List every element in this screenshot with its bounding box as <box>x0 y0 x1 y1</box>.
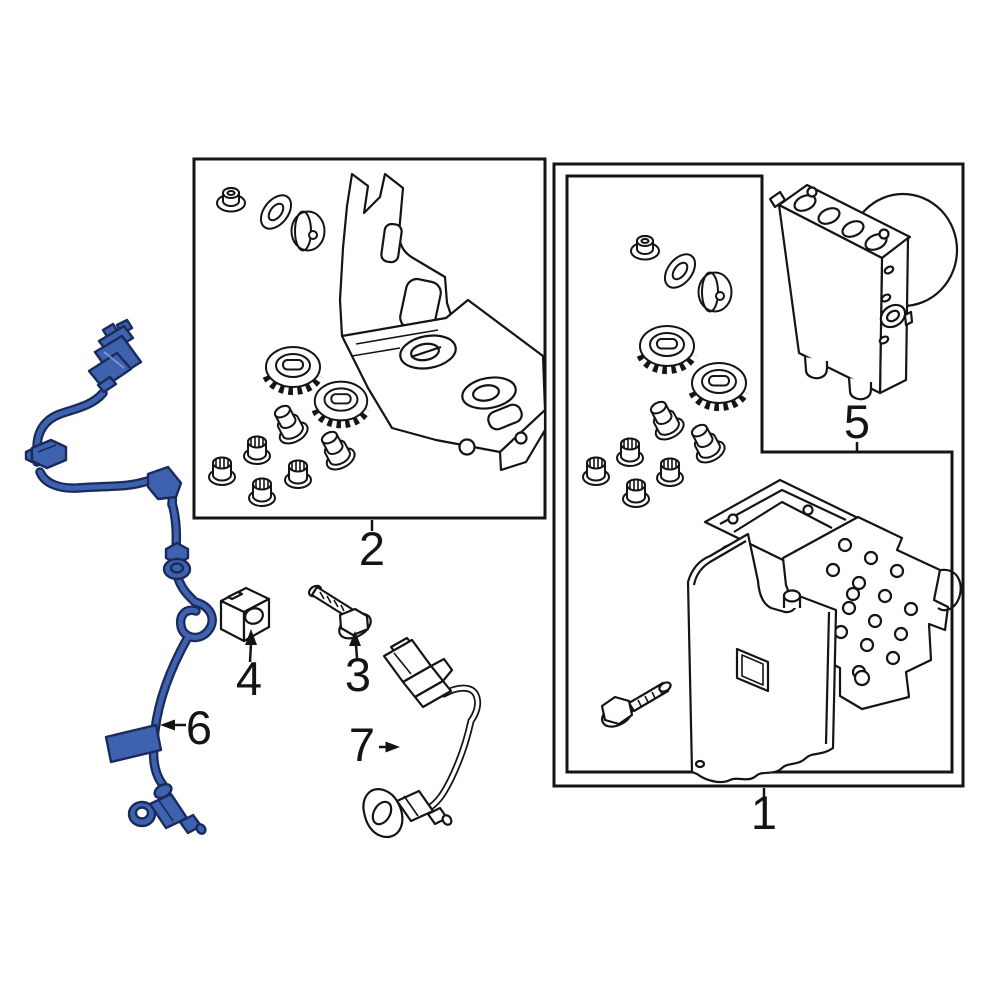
callout-5-label: 5 <box>844 395 870 448</box>
abs-assembly-1-drawing <box>600 478 962 784</box>
box-1-inner-notched-border <box>565 174 954 774</box>
callout-4-label: 4 <box>236 652 262 705</box>
sensor-6-connector <box>87 318 143 394</box>
sensor-7-wire-core <box>427 686 480 810</box>
clip-nut-4-drawing <box>219 586 271 643</box>
sensor-6-clip <box>24 438 68 470</box>
sensor-6-grommet <box>162 541 192 581</box>
callout-6-label: 6 <box>186 701 212 754</box>
bolt-3-drawing <box>307 584 372 640</box>
sensor-7-wire-outline <box>425 684 482 812</box>
callout-6-arrowhead <box>160 719 175 731</box>
callout-3-arrowhead <box>349 631 361 646</box>
sensor-6-tip <box>127 782 207 835</box>
abs-sensor-6-highlighted-drawing <box>24 318 217 835</box>
assembly-bolt <box>600 681 672 728</box>
part-group-2-box <box>192 157 547 520</box>
callout-4-arrowhead <box>245 629 257 645</box>
bracket-drawing <box>338 172 547 472</box>
part-group-1-box <box>552 162 965 788</box>
box-1-fasteners <box>582 235 746 508</box>
abs-module-5-drawing <box>768 183 959 401</box>
sensor-6-flag-tag <box>104 723 163 764</box>
callout-3-arrow-line <box>354 644 359 659</box>
callout-7-arrowhead <box>385 741 400 753</box>
callout-2-label: 2 <box>359 522 385 575</box>
callouts: 2 1 5 4 3 6 7 <box>160 395 870 839</box>
callout-7-label: 7 <box>349 718 375 771</box>
callout-4-arrow-line <box>248 642 253 663</box>
callout-1-label: 1 <box>751 786 777 839</box>
sensor-6-elbow <box>146 465 183 501</box>
callout-3-label: 3 <box>345 648 371 701</box>
box-1-outer-border <box>552 162 965 788</box>
sensor-7-drawing <box>362 636 482 839</box>
box-2-border <box>192 157 547 520</box>
